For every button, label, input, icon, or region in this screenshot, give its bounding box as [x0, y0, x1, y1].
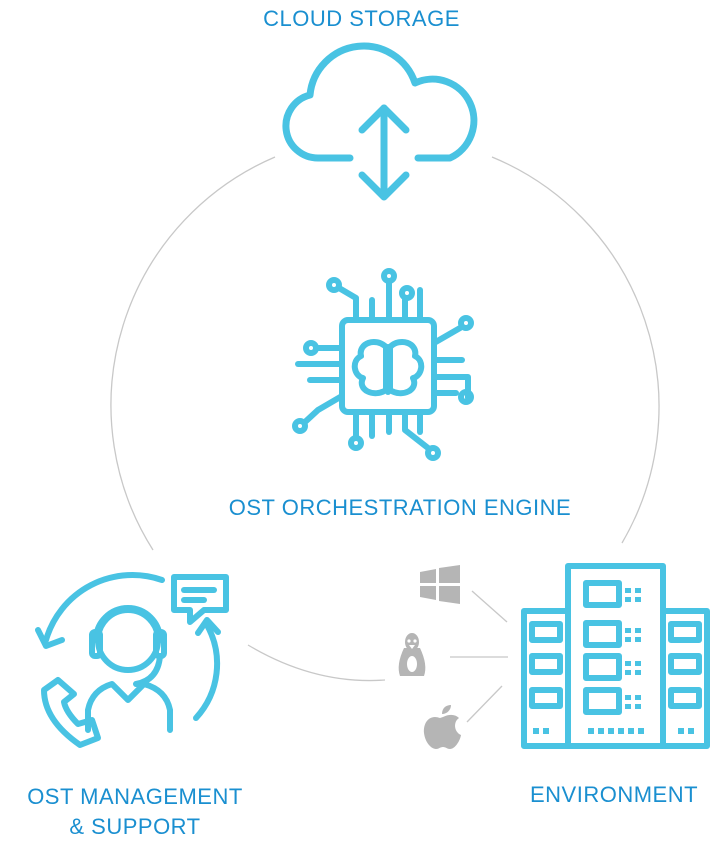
server-indicator-lights	[533, 588, 694, 734]
os-icons	[398, 565, 461, 749]
connector-arcs	[110, 156, 660, 682]
management-support-label: OST MANAGEMENT & SUPPORT	[0, 782, 270, 842]
windows-icon	[420, 565, 460, 604]
support-agent-headset-icon	[35, 572, 229, 748]
orchestration-engine-label: OST ORCHESTRATION ENGINE	[228, 495, 572, 520]
arc-management-to-environment	[247, 644, 386, 682]
cloud-upload-download-icon	[282, 42, 478, 201]
arc-cloud-to-management	[110, 156, 276, 551]
linux-icon	[398, 633, 426, 676]
cloud-storage-label: CLOUD STORAGE	[263, 6, 460, 31]
server-rack-icon	[521, 563, 710, 749]
environment-label: ENVIRONMENT	[529, 782, 699, 807]
ai-chip-brain-icon	[292, 268, 474, 461]
os-connector-lines	[450, 590, 508, 723]
management-label-line2: & SUPPORT	[69, 814, 201, 839]
arc-cloud-to-environment	[491, 156, 660, 544]
management-label-line1: OST MANAGEMENT	[27, 784, 243, 809]
apple-icon	[423, 705, 461, 749]
